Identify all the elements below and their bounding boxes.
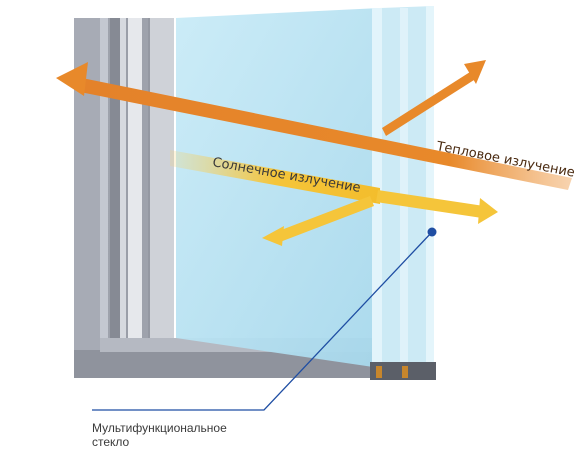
callout-dot-icon bbox=[427, 227, 437, 237]
heat-radiation-arrow bbox=[56, 60, 572, 190]
callout-label-line2: стекло bbox=[92, 435, 130, 449]
solar-radiation-arrow bbox=[170, 150, 498, 246]
multifunctional-glass-callout: Мультифункциональное стекло bbox=[92, 227, 437, 449]
callout-label-line1: Мультифункциональное bbox=[92, 421, 227, 435]
